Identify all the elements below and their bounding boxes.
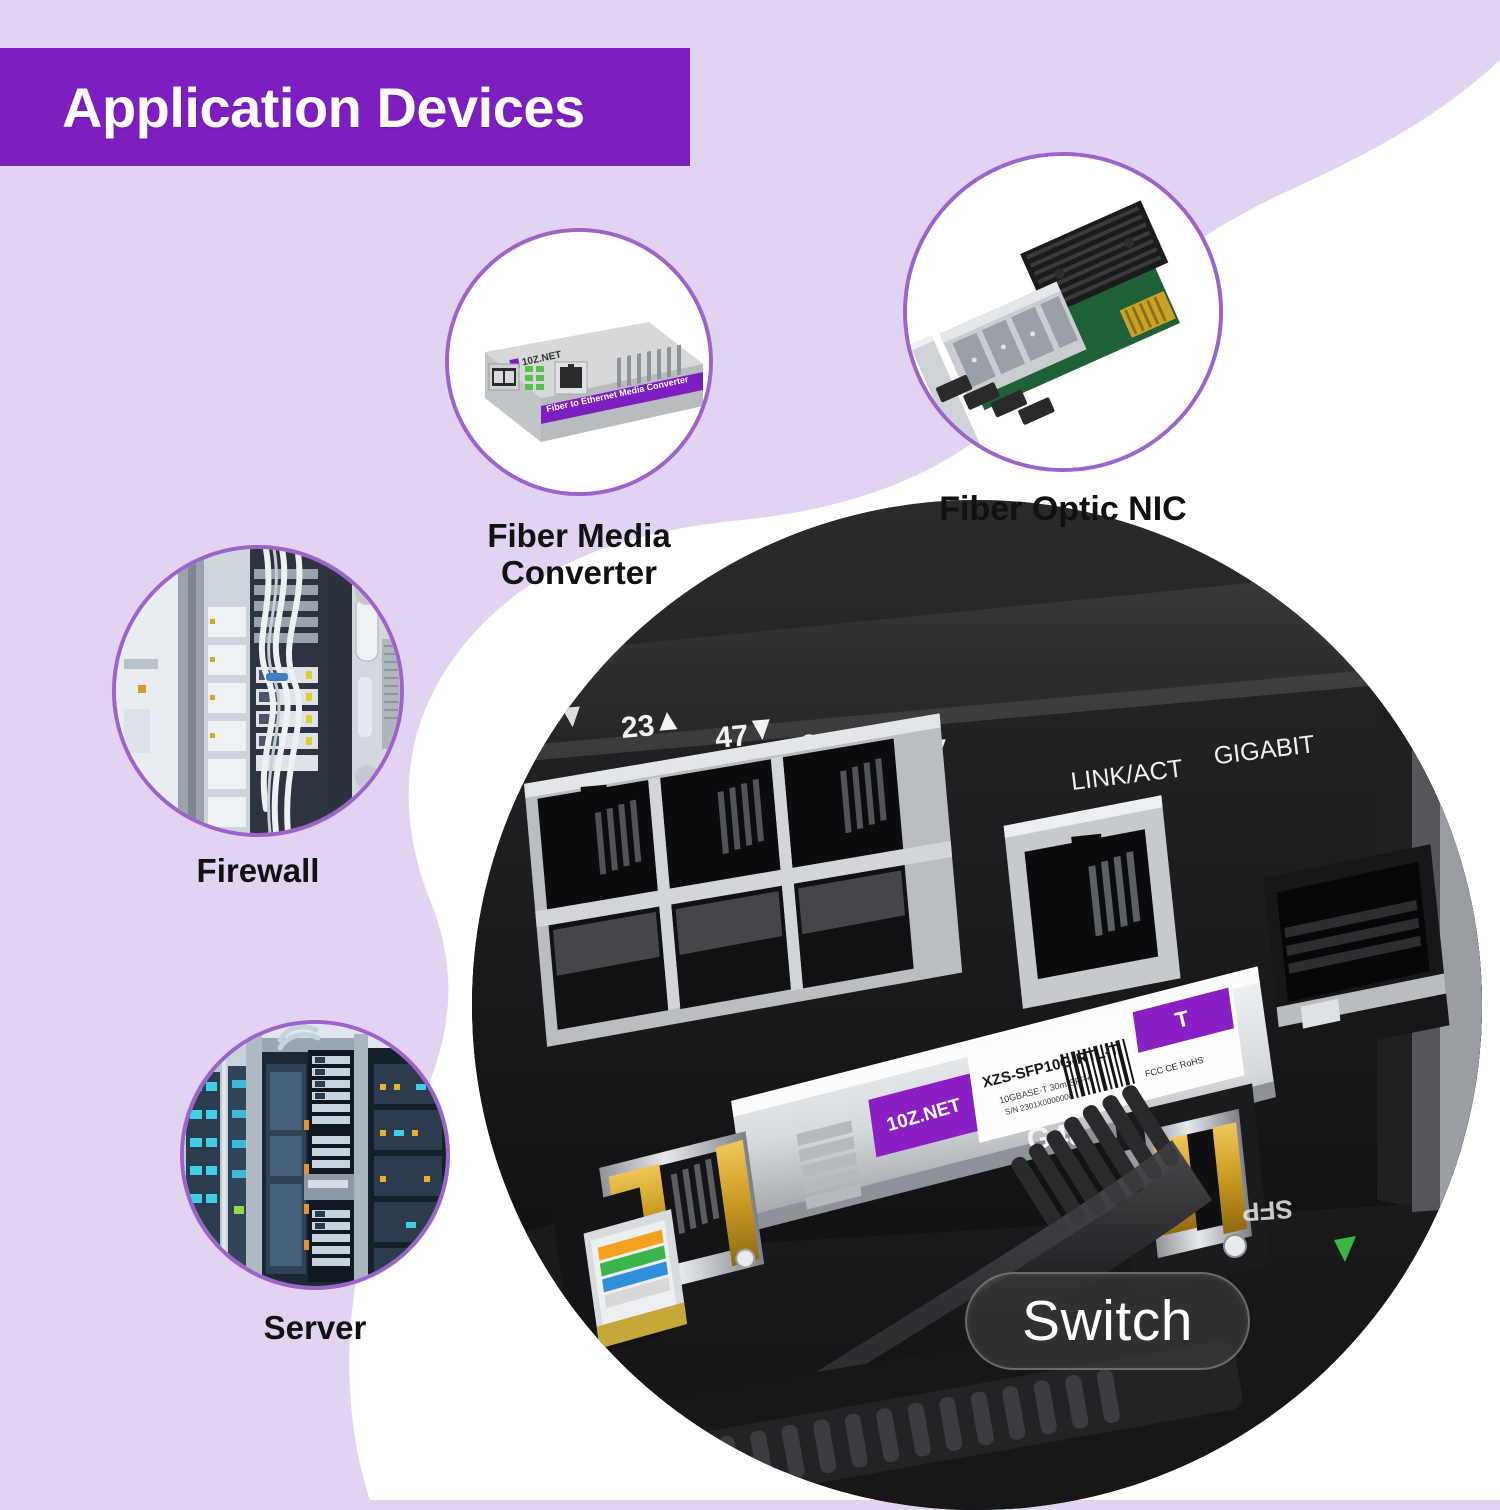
page-title-banner: Application Devices [0,48,690,166]
port-label-23: 23 [620,709,656,745]
firewall-photo [112,545,404,837]
device-card-server: Server [160,1020,470,1347]
fiber-media-converter-caption: Fiber Media Converter [418,517,740,592]
server-caption: Server [263,1309,367,1346]
fiber-media-converter-caption-line1: Fiber Media [487,517,671,554]
page-title: Application Devices [62,75,585,139]
fiber-media-converter-photo: Fiber to Ethernet Media Converter 10Z.NE… [445,228,713,496]
device-card-fiber-media-converter: Fiber to Ethernet Media Converter 10Z.NE… [418,228,740,592]
firewall-caption: Firewall [196,852,320,889]
sfp-side-label: SFP [1241,1194,1294,1227]
fiber-optic-nic-photo [903,152,1223,472]
switch-badge-label: Switch [1022,1289,1193,1353]
device-card-fiber-optic-nic: Fiber Optic NIC [868,152,1258,528]
fiber-media-converter-caption-line2: Converter [501,553,657,591]
fiber-optic-nic-caption: Fiber Optic NIC [939,490,1187,528]
server-photo [180,1020,450,1290]
switch-hero-photo: 23 47 24 48 [472,500,1482,1510]
switch-badge: Switch [965,1272,1250,1370]
device-card-firewall: Firewall [98,545,418,890]
